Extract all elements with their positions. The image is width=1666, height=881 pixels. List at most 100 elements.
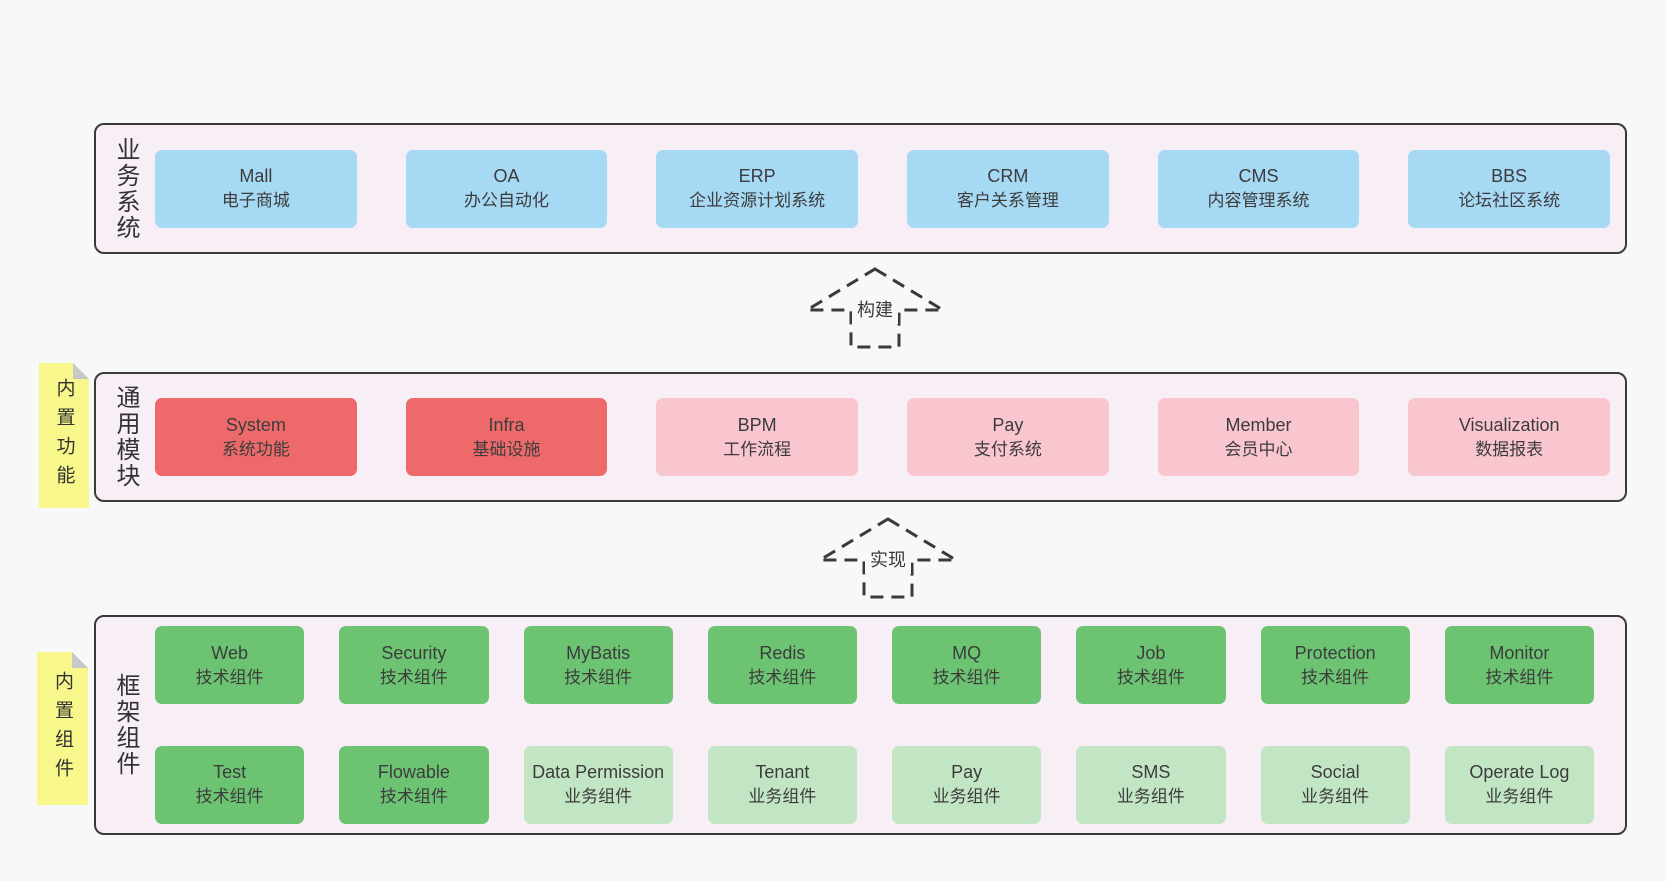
box-title: Job xyxy=(1136,642,1166,663)
box-title: Pay xyxy=(951,762,983,783)
box-test: Test 技术组件 xyxy=(155,745,305,824)
box-subtitle: 办公自动化 xyxy=(464,191,549,211)
box-title: Monitor xyxy=(1489,642,1550,663)
box-redis: Redis 技术组件 xyxy=(707,626,857,705)
box-title: Social xyxy=(1310,762,1360,783)
box-subtitle: 基础设施 xyxy=(472,439,541,459)
box-title: Tenant xyxy=(755,762,810,783)
box-infra: Infra 基础设施 xyxy=(405,398,608,476)
box-title: ERP xyxy=(738,166,776,187)
box-title: Pay xyxy=(992,414,1024,435)
box-oa: OA 办公自动化 xyxy=(405,149,608,228)
box-subtitle: 客户关系管理 xyxy=(956,191,1059,211)
box-title: CRM xyxy=(987,166,1029,187)
box-subtitle: 电子商城 xyxy=(221,191,290,211)
arrow-implement-label: 实现 xyxy=(865,544,911,574)
box-subtitle: 技术组件 xyxy=(379,787,448,807)
box-social: Social 业务组件 xyxy=(1260,745,1410,824)
layer-components-label: 框架组件 xyxy=(112,673,139,777)
box-title: System xyxy=(225,414,286,435)
sticky-note-builtin-components: 内置组件 xyxy=(37,652,88,805)
box-system: System 系统功能 xyxy=(155,398,357,476)
box-subtitle: 业务组件 xyxy=(564,787,633,807)
box-subtitle: 数据报表 xyxy=(1475,439,1544,459)
box-title: Security xyxy=(381,642,447,663)
box-subtitle: 技术组件 xyxy=(1116,667,1185,687)
box-erp: ERP 企业资源计划系统 xyxy=(656,149,859,228)
box-title: Visualization xyxy=(1458,414,1560,435)
arrow-implement-up: 实现 xyxy=(818,516,958,600)
sticky-note-builtin-features: 内置功能 xyxy=(39,363,89,508)
box-title: Data Permission xyxy=(532,762,665,783)
box-subtitle: 会员中心 xyxy=(1224,439,1293,459)
box-tenant: Tenant 业务组件 xyxy=(707,745,857,824)
box-subtitle: 业务组件 xyxy=(932,787,1001,807)
modules-boxes: System 系统功能 Infra 基础设施 BPM 工作流程 Pay 支付系统 Member 会… xyxy=(155,374,1625,500)
box-subtitle: 系统功能 xyxy=(221,439,290,459)
box-subtitle: 技术组件 xyxy=(195,787,264,807)
box-title: Infra xyxy=(488,414,525,435)
box-sms: SMS 业务组件 xyxy=(1076,745,1226,824)
box-subtitle: 技术组件 xyxy=(748,667,817,687)
box-title: Test xyxy=(213,762,247,783)
box-title: Redis xyxy=(759,642,806,663)
box-web: Web 技术组件 xyxy=(155,626,305,705)
box-title: BPM xyxy=(737,414,777,435)
box-monitor: Monitor 技术组件 xyxy=(1444,626,1594,705)
box-title: Web xyxy=(211,642,248,663)
box-subtitle: 技术组件 xyxy=(1485,667,1554,687)
box-protection: Protection 技术组件 xyxy=(1260,626,1410,705)
arrow-build-label: 构建 xyxy=(852,294,898,324)
box-visualization: Visualization 数据报表 xyxy=(1408,398,1611,476)
layer-common-modules: 通用模块 System 系统功能 Infra 基础设施 BPM 工作流程 Pay 支付系统 Me… xyxy=(94,372,1627,502)
box-title: Protection xyxy=(1294,642,1376,663)
dashed-up-arrow-icon xyxy=(818,517,958,599)
box-data-permission: Data Permission 业务组件 xyxy=(523,745,673,824)
box-subtitle: 业务组件 xyxy=(1301,787,1370,807)
box-job: Job 技术组件 xyxy=(1076,626,1226,705)
box-subtitle: 业务组件 xyxy=(1116,787,1185,807)
box-pay: Pay 业务组件 xyxy=(892,745,1042,824)
box-title: BBS xyxy=(1491,166,1528,187)
box-subtitle: 工作流程 xyxy=(723,439,792,459)
box-title: MQ xyxy=(952,642,982,663)
box-title: Operate Log xyxy=(1469,762,1570,783)
layer-business-label: 业务系统 xyxy=(112,136,139,241)
box-subtitle: 论坛社区系统 xyxy=(1458,191,1561,211)
box-bbs: BBS 论坛社区系统 xyxy=(1408,149,1611,228)
box-subtitle: 支付系统 xyxy=(973,439,1042,459)
box-subtitle: 技术组件 xyxy=(932,667,1001,687)
dashed-up-arrow-icon xyxy=(805,267,945,349)
arrow-build-up: 构建 xyxy=(805,266,945,350)
box-pay: Pay 支付系统 xyxy=(907,398,1109,476)
layer-business-systems: 业务系统 Mall 电子商城 OA 办公自动化 ERP 企业资源计划系统 CRM 客户关系管理… xyxy=(94,123,1627,254)
box-title: OA xyxy=(493,166,520,187)
box-mall: Mall 电子商城 xyxy=(155,149,357,228)
box-title: Member xyxy=(1225,414,1292,435)
box-title: Flowable xyxy=(377,762,450,783)
box-subtitle: 技术组件 xyxy=(564,667,633,687)
box-subtitle: 企业资源计划系统 xyxy=(689,191,826,211)
layer-modules-label: 通用模块 xyxy=(112,385,139,489)
box-subtitle: 技术组件 xyxy=(1301,667,1370,687)
box-member: Member 会员中心 xyxy=(1157,398,1360,476)
box-title: Mall xyxy=(239,166,273,187)
box-subtitle: 业务组件 xyxy=(1485,787,1554,807)
box-flowable: Flowable 技术组件 xyxy=(339,745,489,824)
box-bpm: BPM 工作流程 xyxy=(656,398,859,476)
box-mq: MQ 技术组件 xyxy=(892,626,1042,705)
box-subtitle: 业务组件 xyxy=(748,787,817,807)
box-subtitle: 技术组件 xyxy=(195,667,264,687)
box-title: CMS xyxy=(1238,166,1279,187)
box-crm: CRM 客户关系管理 xyxy=(907,149,1109,228)
box-operate-log: Operate Log 业务组件 xyxy=(1444,745,1594,824)
box-title: SMS xyxy=(1131,762,1171,783)
